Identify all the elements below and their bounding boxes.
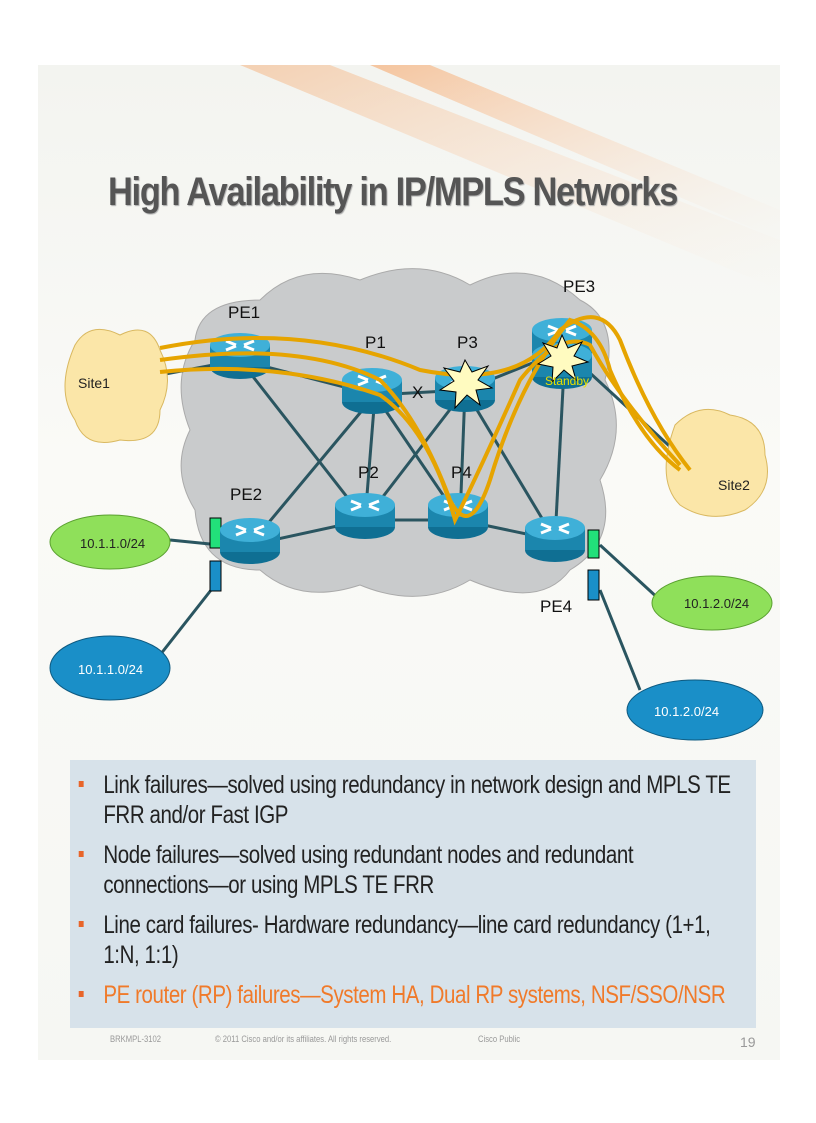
page-number: 19 (740, 1034, 756, 1050)
subnet-label: 10.1.2.0/24 (654, 704, 719, 719)
site1-label: Site1 (78, 375, 110, 391)
pe2-label: PE2 (230, 485, 262, 504)
footer-copyright: © 2011 Cisco and/or its affiliates. All … (215, 1034, 392, 1044)
decorative-stripe (370, 65, 780, 240)
node-failure-burst-icon (438, 358, 494, 410)
pe3-label: PE3 (563, 277, 595, 296)
line-card-standby (209, 560, 222, 592)
bullet-marker (78, 921, 84, 927)
p4-label: P4 (451, 463, 472, 482)
line-card-standby (587, 569, 600, 601)
site1-cloud (64, 328, 168, 443)
bullet-marker (78, 991, 84, 997)
pe4-label: PE4 (540, 597, 572, 616)
subnet-label: 10.1.1.0/24 (80, 536, 145, 551)
subnet-cloud-right-green (651, 575, 773, 631)
subnet-cloud-left-blue (49, 635, 171, 701)
traffic-paths (159, 315, 692, 526)
footer-code: BRKMPL-3102 (110, 1034, 162, 1044)
bullet-item: Link failures—solved using redundancy in… (78, 770, 738, 830)
p1-label: P1 (365, 333, 386, 352)
subnet-cloud-right-blue (626, 679, 764, 741)
router-p2 (333, 491, 397, 541)
bullet-item: Node failures—solved using redundant nod… (78, 840, 738, 900)
site2-cloud (665, 408, 768, 517)
p2-label: P2 (358, 463, 379, 482)
bullet-text: Node failures—solved using redundant nod… (103, 841, 634, 899)
slide-title: High Availability in IP/MPLS Networks (108, 170, 678, 214)
decorative-stripe (240, 65, 780, 290)
bullet-text: PE router (RP) failures—System HA, Dual … (103, 981, 726, 1009)
bullet-marker (78, 781, 84, 787)
standby-label: Standby (545, 374, 589, 388)
link-failure-x: X (412, 383, 423, 402)
subnet-label: 10.1.2.0/24 (684, 596, 749, 611)
subnet-label: 10.1.1.0/24 (78, 662, 143, 677)
bullet-item: PE router (RP) failures—System HA, Dual … (78, 980, 738, 1010)
bullet-text: Line card failures- Hardware redundancy—… (103, 911, 711, 969)
site2-label: Site2 (718, 477, 750, 493)
p3-label: P3 (457, 333, 478, 352)
router-pe2 (218, 516, 282, 566)
router-pe4 (523, 514, 587, 564)
line-card-primary (209, 517, 222, 549)
subnet-cloud-left-green (49, 514, 171, 570)
footer-classification: Cisco Public (478, 1034, 521, 1044)
line-card-primary (587, 529, 600, 559)
bullet-list: Link failures—solved using redundancy in… (70, 760, 756, 1028)
rp-failure-burst-icon (536, 333, 590, 384)
bullet-text: Link failures—solved using redundancy in… (103, 771, 731, 829)
pe1-label: PE1 (228, 303, 260, 322)
bullet-item: Line card failures- Hardware redundancy—… (78, 910, 738, 970)
bullet-marker (78, 851, 84, 857)
